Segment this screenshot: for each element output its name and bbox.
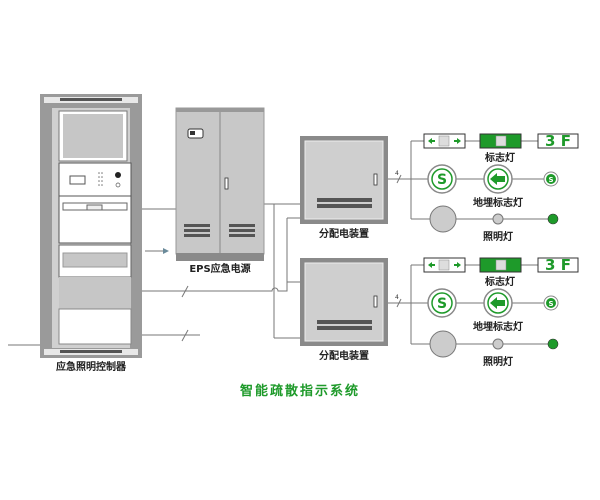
arrow-icon [163,248,169,254]
lighting-lamp-small [492,338,504,350]
blank-panel [59,277,131,309]
drawer-handle [86,204,103,211]
key-switch-icon [115,172,121,178]
s-direction-icon: S [548,300,553,308]
dist-box-vent [317,198,372,202]
arrow-left-icon [428,262,435,268]
wire-slash-mark [181,285,189,298]
eps-base [176,253,264,261]
connection-lines [8,140,548,346]
module-face [62,252,128,268]
emergency-lighting-controller: 应急照明控制器 [40,94,142,373]
eps-door-handle [224,177,229,190]
running-man-icon [438,259,450,271]
wire-slash-mark [396,174,402,184]
cabinet-top-vent-slots [60,98,122,101]
s-direction-icon: S [437,296,447,312]
panel-screen [63,114,123,158]
lighting-lamp-large [429,205,457,233]
dist-box-label: 分配电装置 [319,227,369,240]
buried-light-ring [431,168,453,190]
bottom-panel [58,308,132,345]
line-count-mark: 4 [395,294,399,301]
wire-slash-mark [181,329,189,342]
arrow-right-icon [454,262,461,268]
buried-light-label: 地埋标志灯 [473,196,523,209]
lighting-label: 照明灯 [483,230,513,243]
arrow-left-icon [490,173,505,185]
eps-vents [184,224,255,237]
cabinet-bottom-vent-slots [60,350,122,353]
small-buried-light-core [546,298,556,308]
running-man-icon [438,135,450,147]
eps-power-supply: EPS应急电源 [175,107,265,275]
dist-box-handle [373,295,378,308]
floor-sign-text: 3 F [545,256,571,274]
indicator-icon [115,182,121,188]
lamp-branch-2: 3 F 标志灯 S S 地埋标志灯 照明灯 [423,256,579,368]
arrow-left-icon [428,138,435,144]
s-direction-icon: S [548,176,553,184]
diagram-title: 智能疏散指示系统 [240,383,360,399]
wire-controller-dist2 [139,281,300,292]
wire-slash-mark [396,298,402,308]
display-window [69,175,86,185]
distribution-box-1: 分配电装置 [300,136,388,240]
lighting-indicator [547,213,559,225]
indicator-leds [98,172,103,186]
floor-sign-text: 3 F [545,132,571,150]
floor-sign [537,257,579,273]
small-buried-light-core [546,174,556,184]
distribution-box-2: 分配电装置 [300,258,388,362]
eps-label: EPS应急电源 [189,262,250,275]
lighting-lamp-small [492,213,504,225]
eps-display-screen [190,131,195,135]
running-man-icon [495,135,507,147]
buried-light-ring [431,292,453,314]
running-man-icon [495,259,507,271]
lighting-label: 照明灯 [483,355,513,368]
s-direction-icon: S [437,172,447,188]
dist-box-vent [317,320,372,324]
dist-box-label: 分配电装置 [319,349,369,362]
dist-box-vent [317,326,372,330]
controller-label: 应急照明控制器 [56,360,127,373]
dist-box-vent [317,204,372,208]
buried-light-label: 地埋标志灯 [473,320,523,333]
lighting-indicator [547,338,559,350]
eps-top-trim [176,108,264,112]
arrow-left-icon [490,297,505,309]
dist-box-handle [373,173,378,186]
lighting-lamp-large [429,330,457,358]
arrow-right-icon [454,138,461,144]
lamp-branch-1: 3 F 标志灯 S S 地埋标志灯 照明灯 [423,132,579,243]
sign-light-label: 标志灯 [484,151,515,164]
sign-light-label: 标志灯 [484,275,515,288]
line-count-mark: 4 [395,170,399,177]
floor-sign [537,133,579,149]
